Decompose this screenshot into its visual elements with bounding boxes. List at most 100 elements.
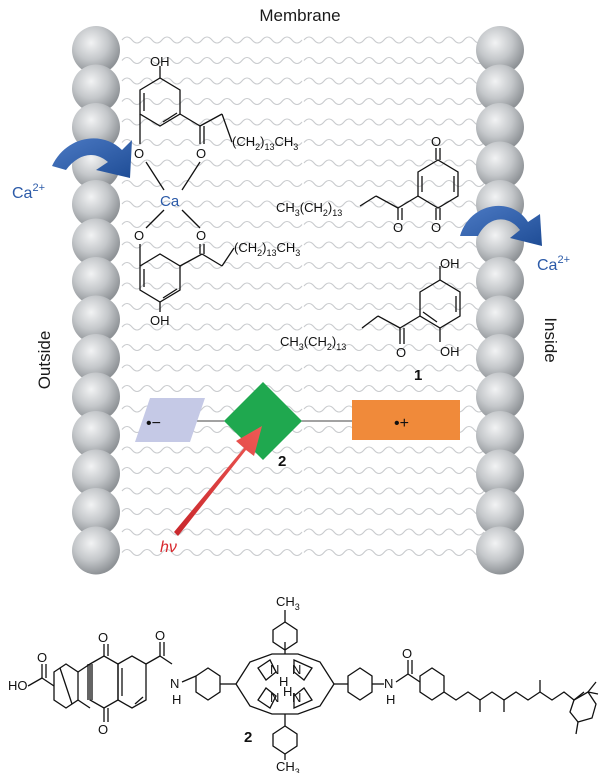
lipid-tail-line	[121, 302, 303, 311]
chain-lower: (CH2)13CH3	[234, 240, 300, 258]
ca-ion-outside: Ca2+	[12, 182, 45, 202]
lipid-tail-line	[121, 179, 303, 188]
o-label: O	[396, 345, 406, 360]
lipid-head	[72, 218, 120, 267]
lipid-tail-line	[303, 302, 485, 311]
compound-2-structure: HO O O O O N H	[8, 594, 599, 773]
donor-charge: •+	[394, 415, 409, 432]
lipid-head	[476, 257, 524, 305]
lipid-head	[72, 103, 120, 151]
o-label: O	[134, 228, 144, 243]
o-label: O	[431, 134, 441, 149]
lipid-head	[476, 295, 524, 344]
oh-label: OH	[440, 344, 460, 359]
ho-label: HO	[8, 678, 28, 693]
lipid-tail-line	[303, 200, 485, 208]
lipid-tail-line	[303, 159, 485, 167]
pyrrole-n-label: N	[292, 690, 301, 705]
curved-arrow-outside-icon	[52, 138, 132, 178]
lipid-tail-line	[121, 282, 303, 290]
lipid-tail-line	[303, 97, 485, 106]
lipid-tail-line	[303, 179, 485, 188]
h-label: H	[172, 692, 181, 707]
lipid-tail-line	[303, 138, 485, 147]
o-label: O	[37, 650, 47, 665]
lipid-head	[72, 64, 120, 113]
chain-hydroquinone: CH3(CH2)13	[280, 334, 346, 352]
lipid-tail-line	[303, 261, 485, 270]
o-label: O	[134, 146, 144, 161]
lipid-tail-line	[303, 364, 485, 372]
lipid-tail-line	[121, 77, 303, 85]
lipid-head	[72, 334, 120, 382]
lipid-head	[72, 411, 120, 459]
acceptor-charge: •−	[146, 415, 161, 432]
lipid-tail-line	[303, 241, 485, 249]
lipid-head	[476, 488, 524, 536]
chain-upper: (CH2)13CH3	[232, 134, 298, 152]
lipid-tail-line	[121, 97, 303, 106]
pyrrole-n-label: N	[270, 662, 279, 677]
lipid-tail-line	[303, 487, 485, 495]
hydroquinone-structure: OH OH O CH3(CH2)13 1	[280, 256, 461, 384]
lipid-head	[476, 218, 524, 267]
lipid-head	[72, 488, 120, 536]
o-label: O	[196, 228, 206, 243]
lipid-head	[72, 449, 120, 498]
lipid-head	[476, 372, 524, 421]
pyrrole-n-label: N	[292, 662, 301, 677]
lipid-tail-line	[303, 282, 485, 290]
calcium-complex: OH O O (CH2)13CH3 Ca O O OH (CH2)13CH3	[134, 54, 300, 328]
lipid-tail-line	[121, 384, 303, 393]
lipid-tail-line	[303, 507, 485, 516]
membrane-title: Membrane	[259, 6, 340, 25]
lipid-tail-line	[121, 118, 303, 126]
ch3-top-label: CH3	[276, 594, 300, 612]
lipid-tail-line	[121, 36, 303, 44]
lipid-tail-line	[121, 507, 303, 516]
acceptor-box	[135, 398, 205, 442]
n-label: N	[170, 676, 179, 691]
oh-label: OH	[150, 313, 170, 328]
lipid-head	[72, 257, 120, 305]
lipid-tail-line	[121, 138, 303, 147]
lipid-head-left-column	[72, 26, 120, 575]
oh-label: OH	[150, 54, 170, 69]
ca-ion-inside: Ca2+	[537, 254, 570, 274]
lipid-head	[72, 295, 120, 344]
lipid-head	[72, 180, 120, 228]
lipid-tail-line	[121, 56, 303, 65]
lipid-tail-line	[121, 261, 303, 270]
hv-label: hν	[160, 539, 177, 556]
ca-center-label: Ca	[160, 193, 180, 210]
pyrrole-h-label: H	[283, 684, 292, 699]
o-label: O	[196, 146, 206, 161]
inside-label: Inside	[541, 317, 560, 362]
lipid-tail-line	[121, 343, 303, 352]
pyrrole-n-label: N	[270, 690, 279, 705]
lipid-tail-line	[121, 220, 303, 229]
lipid-head	[476, 64, 524, 113]
lipid-tail-line	[121, 466, 303, 475]
ch3-bottom-label: CH3	[276, 759, 300, 773]
lipid-tail-line	[121, 200, 303, 208]
lipid-tail-line	[121, 159, 303, 167]
lipid-head	[476, 526, 524, 575]
o-label: O	[393, 220, 403, 235]
lipid-tail-line	[121, 241, 303, 249]
lipid-head	[72, 26, 120, 74]
lipid-head	[476, 141, 524, 190]
lipid-head	[476, 103, 524, 151]
lipid-tail-line	[121, 364, 303, 372]
lipid-tail-line	[121, 528, 303, 536]
lipid-tail-line	[303, 323, 485, 331]
lipid-tail-line	[303, 36, 485, 44]
o-label: O	[98, 722, 108, 737]
o-label: O	[431, 220, 441, 235]
lipid-tail-line	[303, 343, 485, 352]
donor-box	[352, 400, 460, 440]
quinone-structure: O O O CH3(CH2)13	[276, 134, 459, 235]
lipid-tail-line	[303, 220, 485, 229]
lipid-tail-line	[303, 384, 485, 393]
